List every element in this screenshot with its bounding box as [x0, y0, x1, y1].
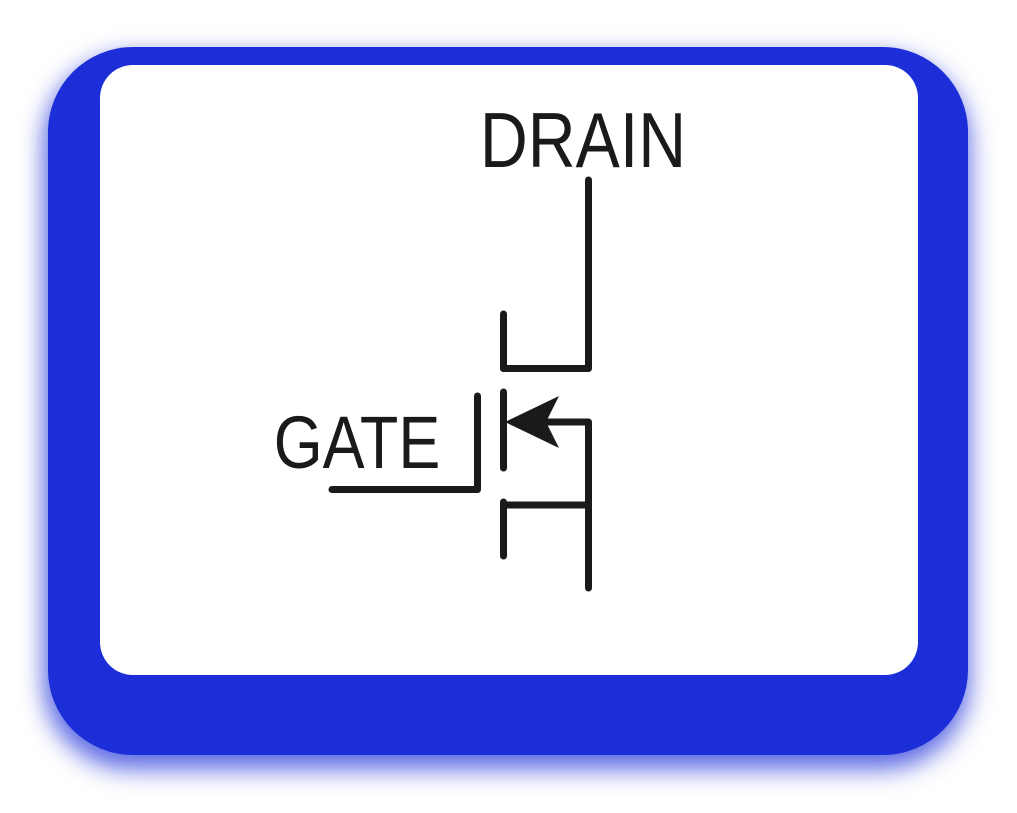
- source-wire: [543, 418, 592, 592]
- drain-label: DRAIN: [480, 97, 686, 184]
- wire-group: [328, 176, 592, 592]
- gate-label: GATE: [274, 401, 441, 484]
- label-group: DRAIN GATE: [274, 97, 686, 484]
- drain-wire: [500, 176, 592, 372]
- body-arrow-icon: [505, 396, 559, 448]
- gate-wire: [328, 392, 481, 493]
